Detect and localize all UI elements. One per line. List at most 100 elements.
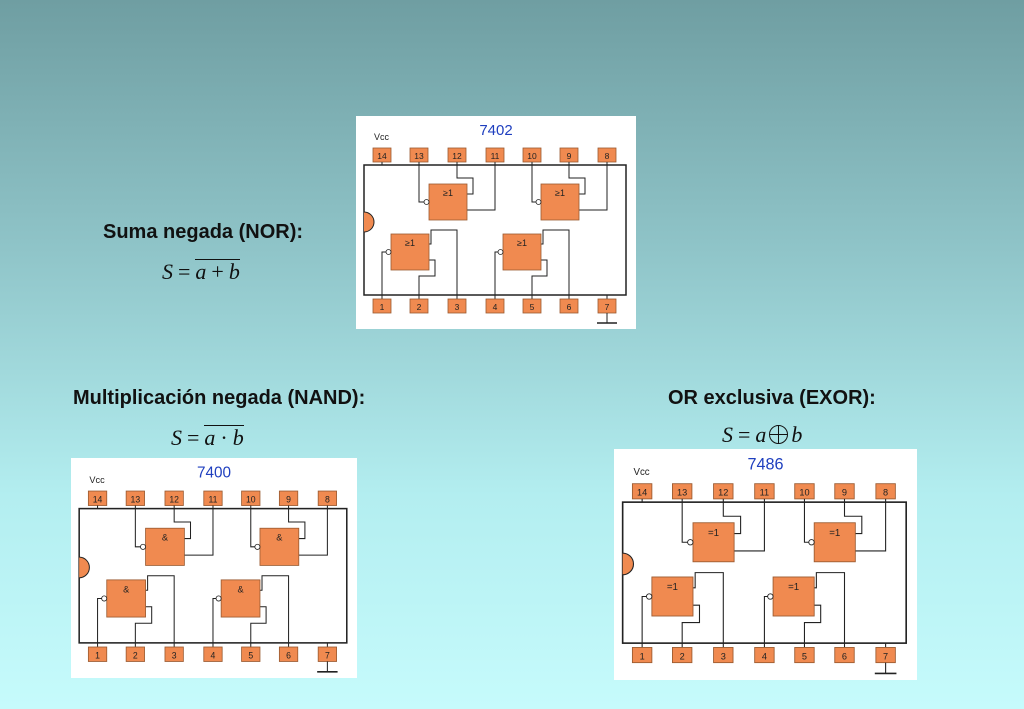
pin-4 <box>203 646 223 662</box>
gate-symbol: & <box>276 533 283 543</box>
pin-1 <box>372 298 392 314</box>
inverter-bubble <box>535 199 542 205</box>
gate-symbol: & <box>237 584 244 594</box>
pin-3 <box>713 647 734 664</box>
gate-input-wire <box>418 259 436 295</box>
pin-number: 8 <box>883 488 888 498</box>
gate-input-wire <box>692 572 724 644</box>
formula-s: S <box>722 422 733 447</box>
gate-output-wire <box>250 508 256 548</box>
formula-b: b <box>228 259 240 284</box>
formula-op: + <box>211 259 224 284</box>
pin-number: 8 <box>605 151 610 161</box>
inverter-bubble <box>497 249 504 255</box>
pin-number: 1 <box>95 650 100 660</box>
logic-gate <box>390 233 430 271</box>
formula-eq: = <box>187 425 200 450</box>
pin-number: 14 <box>637 488 647 498</box>
pin-number: 5 <box>802 651 807 661</box>
pin-number: 11 <box>760 488 770 498</box>
inverter-bubble <box>687 539 694 546</box>
gate-input-wire <box>145 575 175 643</box>
gate-input-wire <box>184 508 214 556</box>
pin-number: 5 <box>530 302 535 312</box>
pin-number: 6 <box>286 650 291 660</box>
pin-number: 4 <box>493 302 498 312</box>
gate-symbol: & <box>123 584 130 594</box>
gate-input-wire <box>467 165 496 211</box>
pin-4 <box>754 647 775 664</box>
formula-op: · <box>220 425 228 450</box>
pin-1 <box>631 647 653 664</box>
pin-number: 12 <box>452 151 462 161</box>
pin-5 <box>522 298 542 314</box>
logic-gate <box>651 576 694 617</box>
gate-symbol: =1 <box>667 582 678 593</box>
gate-input-wire <box>288 508 306 540</box>
pin-2 <box>672 647 693 664</box>
gate-output-wire <box>681 502 689 543</box>
pin-number: 4 <box>762 651 767 661</box>
pin-6 <box>278 646 299 662</box>
pin-number: 7 <box>605 302 610 312</box>
chip-notch <box>79 556 90 579</box>
gate-input-wire <box>681 604 701 644</box>
pin-number: 12 <box>169 494 179 504</box>
gate-input-wire <box>298 508 328 556</box>
formula-a: a <box>755 422 767 447</box>
formula-a: a <box>204 425 216 450</box>
gate-input-wire <box>531 259 548 295</box>
pin-5 <box>241 646 261 662</box>
logic-gate <box>428 183 468 221</box>
pin-number: 10 <box>799 488 809 498</box>
nand-heading: Multiplicación negada (NAND): <box>73 387 366 409</box>
inverter-bubble <box>101 595 108 602</box>
pin-number: 14 <box>377 151 387 161</box>
gate-input-wire <box>855 502 887 552</box>
gate-symbol: ≥1 <box>443 188 453 198</box>
formula-overline-term: a·b <box>204 425 244 450</box>
pin-number: 6 <box>567 302 572 312</box>
pin-number: 10 <box>246 494 256 504</box>
nor-formula: S=a+b <box>162 259 240 285</box>
pin-5 <box>794 647 815 664</box>
pin-number: 5 <box>248 650 253 660</box>
pin-number: 9 <box>286 494 291 504</box>
pin-number: 3 <box>172 650 177 660</box>
gate-input-wire <box>734 502 765 552</box>
pin-2 <box>125 646 145 662</box>
pin-4 <box>485 298 505 314</box>
gate-output-wire <box>531 165 537 203</box>
inverter-bubble <box>808 539 815 546</box>
formula-s: S <box>171 425 182 450</box>
pin-2 <box>409 298 429 314</box>
pin-number: 3 <box>721 651 726 661</box>
pin-number: 8 <box>325 494 330 504</box>
vcc-label: Vcc <box>374 132 390 142</box>
pin-6 <box>559 298 579 314</box>
inverter-bubble <box>140 543 146 550</box>
inverter-bubble <box>646 593 653 600</box>
exor-heading: OR exclusiva (EXOR): <box>668 387 876 409</box>
vcc-label: Vcc <box>89 475 105 485</box>
pin-1 <box>87 646 108 662</box>
pin-number: 12 <box>718 488 728 498</box>
gate-output-wire <box>134 508 142 548</box>
vcc-label: Vcc <box>633 467 649 478</box>
chip-number-label: 7486 <box>747 456 783 474</box>
pin-number: 7 <box>325 650 330 660</box>
gate-input-wire <box>803 604 822 644</box>
pin-number: 9 <box>567 151 572 161</box>
gate-output-wire <box>381 251 387 295</box>
pin-number: 4 <box>211 650 216 660</box>
pin-number: 11 <box>208 494 217 504</box>
pin-number: 13 <box>131 494 141 504</box>
gate-input-wire <box>568 165 586 195</box>
pin-6 <box>834 647 855 664</box>
pin-number: 9 <box>842 488 847 498</box>
